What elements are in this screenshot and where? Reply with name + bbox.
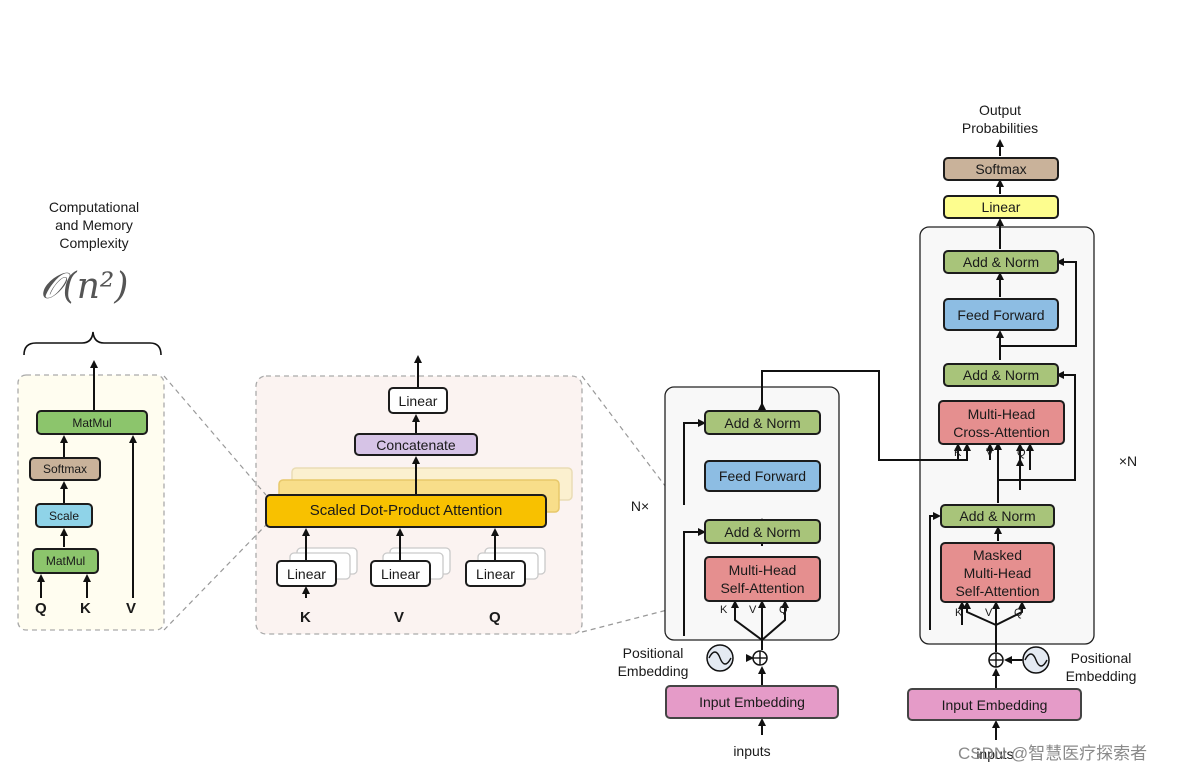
encoder-positional-line-2: Embedding (617, 663, 689, 679)
big-o-notation: 𝒪(n²) (40, 266, 129, 307)
input-v-label: V (126, 600, 137, 617)
encoder-attention-line-2: Self-Attention (720, 580, 805, 596)
output-probabilities-line-1: Output (978, 102, 1022, 118)
matmul-bottom-box: MatMul (32, 548, 99, 574)
cross-attention-line-1: Multi-Head (967, 405, 1036, 422)
encoder-attention-line-1: Multi-Head (728, 562, 797, 578)
decoder-softmax: Softmax (943, 157, 1059, 181)
encoder-v-label: V (749, 604, 757, 616)
masked-attention-line-2: Multi-Head (963, 564, 1032, 581)
encoder-feed-forward: Feed Forward (704, 460, 821, 492)
linear-v-box: Linear (370, 560, 431, 587)
curly-brace (23, 331, 162, 356)
decoder-repeat-label: ×N (1118, 453, 1138, 469)
encoder-inputs-label: inputs (733, 743, 771, 759)
encoder-input-embedding: Input Embedding (665, 685, 839, 719)
linear-k-box: Linear (276, 560, 337, 587)
scaled-dot-product-attention-box: Scaled Dot-Product Attention (265, 494, 547, 528)
encoder-q-label: Q (779, 604, 788, 616)
masked-v-label: V (985, 607, 993, 619)
complexity-title-line-3: Complexity (59, 235, 129, 251)
complexity-title-line-2: and Memory (55, 217, 133, 233)
complexity-title-line-1: Computational (48, 199, 140, 215)
cross-q-label: Q (1017, 447, 1026, 459)
mh-linear-top-box: Linear (388, 387, 448, 414)
output-probabilities-line-2: Probabilities (961, 120, 1039, 136)
softmax-box: Softmax (29, 457, 101, 481)
cross-v-label: V (986, 447, 994, 459)
encoder-positional-line-1: Positional (622, 645, 684, 661)
decoder-add-norm-top: Add & Norm (943, 250, 1059, 274)
encoder-repeat-label: N× (630, 498, 650, 514)
concatenate-box: Concatenate (354, 433, 478, 456)
mh-input-v-label: V (394, 609, 405, 626)
decoder-masked-attention: Masked Multi-Head Self-Attention (940, 542, 1055, 603)
decoder-add-norm-bottom: Add & Norm (940, 504, 1055, 528)
matmul-top-box: MatMul (36, 410, 148, 435)
decoder-add-norm-mid: Add & Norm (943, 363, 1059, 387)
encoder-k-label: K (720, 604, 728, 616)
encoder-add-norm-bottom: Add & Norm (704, 519, 821, 544)
masked-q-label: Q (1014, 607, 1023, 619)
mh-input-k-label: K (300, 609, 311, 626)
decoder-input-embedding: Input Embedding (907, 688, 1082, 721)
linear-q-box: Linear (465, 560, 526, 587)
watermark: CSDN @智慧医疗探索者 (958, 744, 1148, 763)
decoder-cross-attention: Multi-Head Cross-Attention (938, 400, 1065, 445)
encoder-self-attention: Multi-Head Self-Attention (704, 556, 821, 602)
encoder-add-norm-top: Add & Norm (704, 410, 821, 435)
decoder-positional-line-1: Positional (1070, 650, 1132, 666)
cross-attention-line-2: Cross-Attention (953, 423, 1050, 440)
cross-k-label: K (954, 447, 962, 459)
scale-box: Scale (35, 503, 93, 528)
decoder-inputs-label: inputs (976, 746, 1014, 762)
decoder-feed-forward: Feed Forward (943, 298, 1059, 331)
decoder-linear: Linear (943, 195, 1059, 219)
input-k-label: K (80, 600, 91, 617)
masked-attention-line-1: Masked (972, 546, 1023, 563)
masked-k-label: K (955, 607, 963, 619)
decoder-positional-line-2: Embedding (1065, 668, 1137, 684)
mh-input-q-label: Q (489, 609, 501, 626)
masked-attention-line-3: Self-Attention (955, 582, 1040, 599)
input-q-label: Q (35, 600, 47, 617)
